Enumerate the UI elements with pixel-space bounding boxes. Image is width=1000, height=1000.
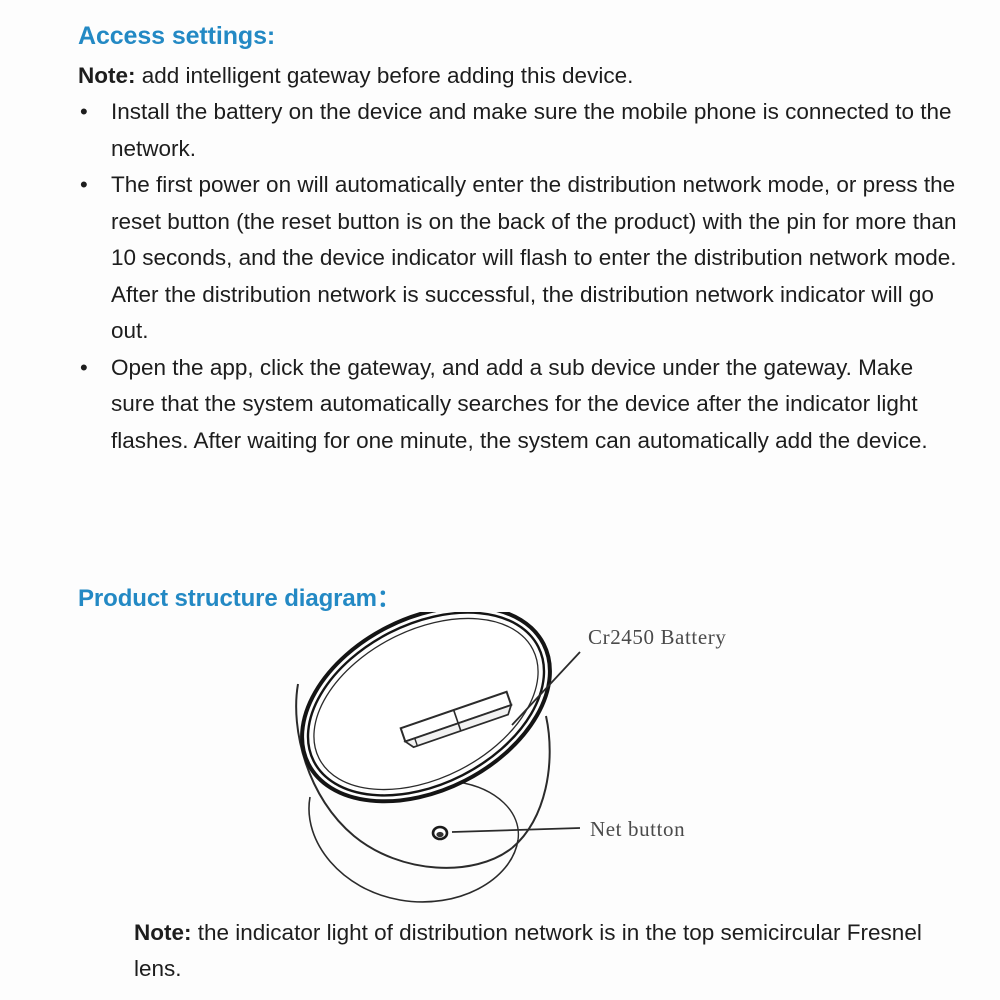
bullet-icon: • bbox=[80, 172, 88, 197]
access-settings-heading: Access settings: bbox=[78, 22, 276, 50]
device-base-outline bbox=[308, 781, 520, 903]
list-item: • The first power on will automatically … bbox=[78, 167, 958, 350]
structure-note: Note: the indicator light of distributio… bbox=[134, 915, 924, 987]
battery-label: Cr2450 Battery bbox=[588, 625, 726, 649]
net-button-leader-line bbox=[451, 827, 581, 833]
product-structure-heading: Product structure diagram： bbox=[78, 585, 401, 612]
list-item-text: Open the app, click the gateway, and add… bbox=[111, 354, 928, 453]
device-body-outline bbox=[295, 683, 551, 869]
structure-note-text: the indicator light of distribution netw… bbox=[134, 920, 922, 981]
access-note: Note: add intelligent gateway before add… bbox=[78, 58, 958, 94]
bullet-icon: • bbox=[80, 354, 88, 380]
access-note-text: add intelligent gateway before adding th… bbox=[135, 63, 634, 88]
battery-leader-line bbox=[511, 651, 581, 726]
battery-slot bbox=[399, 690, 513, 749]
structure-note-label: Note: bbox=[134, 920, 192, 945]
list-item-text: The first power on will automatically en… bbox=[111, 172, 957, 343]
bullet-icon: • bbox=[80, 99, 88, 124]
device-top-rim bbox=[300, 612, 552, 804]
access-bullet-list: • Install the battery on the device and … bbox=[78, 94, 958, 459]
product-structure-diagram: Cr2450 Battery Net button bbox=[295, 612, 726, 903]
list-item: • Open the app, click the gateway, and a… bbox=[78, 350, 958, 460]
net-button-hole bbox=[431, 825, 449, 841]
access-note-label: Note: bbox=[78, 63, 136, 88]
net-button-label: Net button bbox=[590, 817, 685, 841]
list-item: • Install the battery on the device and … bbox=[78, 94, 958, 167]
list-item-text: Install the battery on the device and ma… bbox=[111, 99, 952, 161]
